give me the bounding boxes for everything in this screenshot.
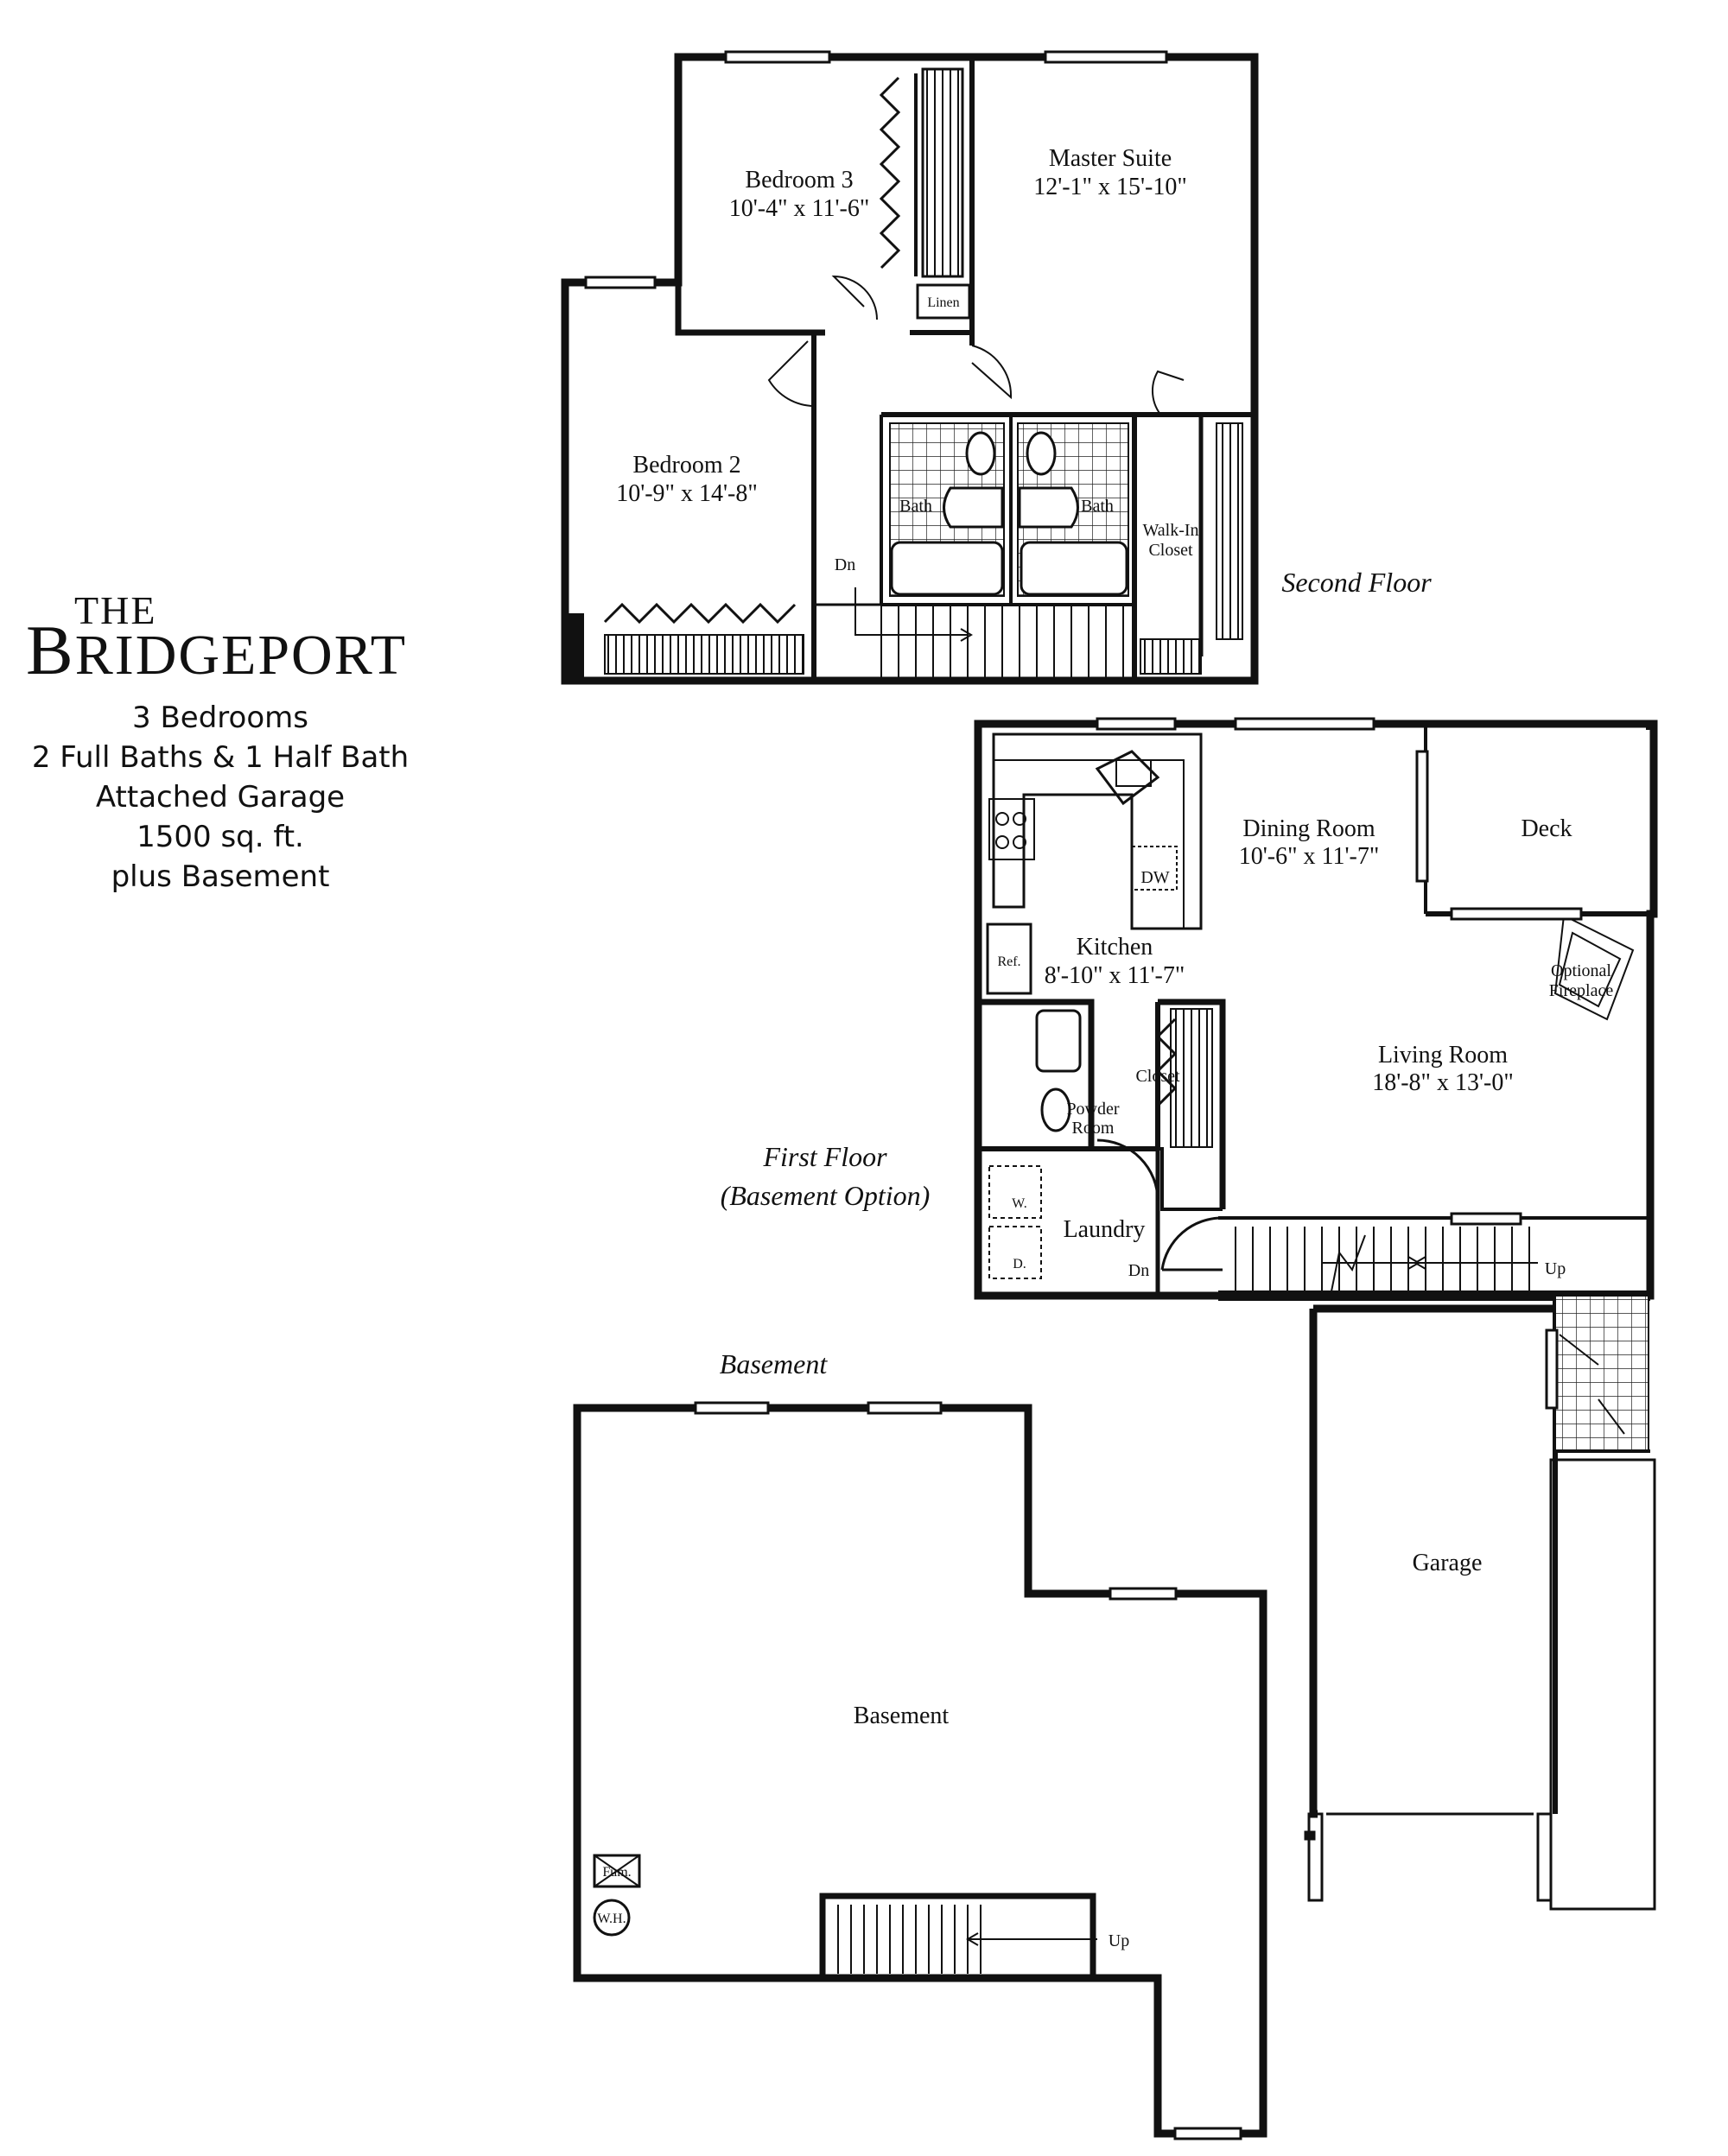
stairs-up-label-basement: Up — [1109, 1931, 1129, 1950]
brand-rest: RIDGEPORT — [74, 624, 408, 687]
feature-basement: plus Basement — [111, 859, 330, 894]
feature-baths: 2 Full Baths & 1 Half Bath — [31, 740, 410, 775]
powder-room-label-2: Room — [1072, 1119, 1115, 1138]
garage-label: Garage — [1413, 1550, 1483, 1576]
feature-list: 3 Bedrooms 2 Full Baths & 1 Half Bath At… — [17, 698, 423, 897]
living-room-name: Living Room — [1378, 1042, 1508, 1068]
stairs-up-label-first: Up — [1545, 1259, 1566, 1278]
garage-plan — [1304, 1295, 1656, 1911]
fireplace-label-2: Fireplace — [1549, 981, 1614, 1000]
dryer-label: D. — [1013, 1257, 1026, 1271]
second-floor-plan — [561, 50, 1259, 685]
master-suite-name: Master Suite — [1049, 145, 1172, 172]
basement-plan — [573, 1401, 1267, 2140]
feature-garage: Attached Garage — [95, 780, 346, 815]
washer-label: W. — [1012, 1196, 1027, 1211]
furnace-label: Fum. — [602, 1865, 631, 1880]
bedroom2-size: 10'-9" x 14'-8" — [616, 480, 758, 507]
bedroom3-size: 10'-4" x 11'-6" — [729, 195, 870, 222]
bedroom2-name: Bedroom 2 — [632, 452, 740, 479]
kitchen-name: Kitchen — [1077, 934, 1153, 961]
deck-label: Deck — [1521, 815, 1572, 842]
water-heater-label: W.H. — [597, 1912, 626, 1926]
dining-room-name: Dining Room — [1242, 815, 1375, 842]
brand-initial: B — [26, 611, 75, 689]
stairs-down-label-upper: Dn — [835, 555, 855, 574]
walkin-closet-label-2: Closet — [1148, 541, 1193, 560]
closet-label: Closet — [1135, 1067, 1180, 1086]
brand-name: BRIDGEPORT — [26, 610, 407, 691]
bedroom3-name: Bedroom 3 — [745, 167, 853, 193]
dining-room-size: 10'-6" x 11'-7" — [1239, 843, 1380, 870]
first-floor-title-1: First Floor — [762, 1141, 887, 1172]
feature-area: 1500 sq. ft. — [137, 820, 304, 854]
feature-bedrooms: 3 Bedrooms — [132, 701, 308, 735]
living-room-size: 18'-8" x 13'-0" — [1372, 1069, 1514, 1096]
first-floor-plan — [974, 717, 1658, 1301]
bath-label-left: Bath — [899, 497, 932, 516]
second-floor-title: Second Floor — [1281, 567, 1432, 598]
laundry-label: Laundry — [1064, 1216, 1146, 1243]
walkin-closet-label-1: Walk-In — [1142, 521, 1198, 540]
refrigerator-label: Ref. — [997, 954, 1020, 969]
fireplace-label-1: Optional — [1551, 961, 1611, 980]
dishwasher-label: DW — [1140, 868, 1169, 887]
basement-room-label: Basement — [854, 1703, 950, 1729]
bath-label-right: Bath — [1081, 497, 1114, 516]
master-suite-size: 12'-1" x 15'-10" — [1033, 174, 1187, 200]
basement-title: Basement — [720, 1348, 829, 1379]
linen-label: Linen — [927, 295, 959, 310]
brand-the: THE — [74, 588, 157, 632]
first-floor-title-2: (Basement Option) — [721, 1180, 931, 1211]
stairs-down-label-first: Dn — [1128, 1261, 1149, 1280]
powder-room-label-1: Powder — [1066, 1100, 1119, 1119]
kitchen-size: 8'-10" x 11'-7" — [1045, 962, 1185, 989]
